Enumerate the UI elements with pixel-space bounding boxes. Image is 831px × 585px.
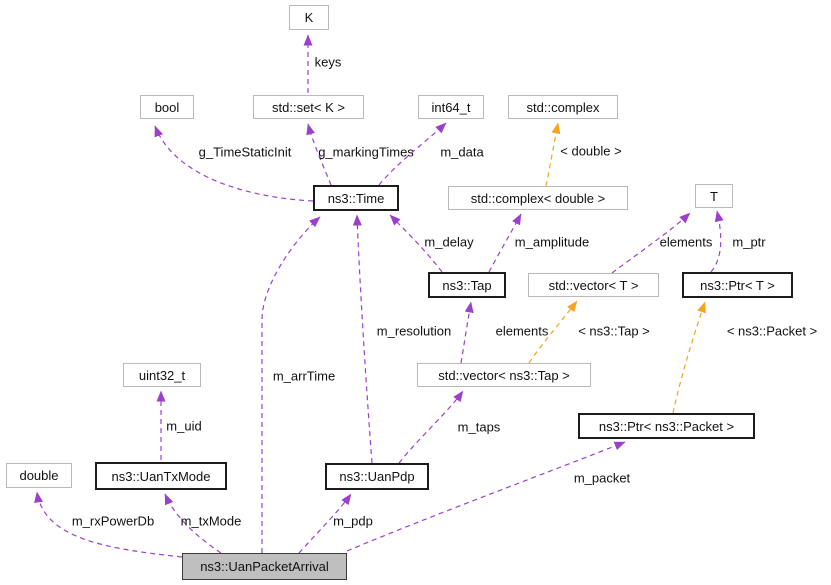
edge-m-resolution (352, 214, 373, 464)
edge-m-taps (398, 390, 464, 464)
edge-label-m-rxpowerdb: m_rxPowerDb (71, 513, 155, 529)
edge-label-m-uid: m_uid (166, 418, 202, 434)
node-ns3-uanpdp[interactable]: ns3::UanPdp (325, 463, 429, 490)
edge-elements-tap (460, 301, 474, 364)
edge-label-template-ns3-tap: < ns3::Tap > (578, 323, 650, 339)
node-double: double (6, 463, 72, 488)
node-int64-t: int64_t (418, 95, 484, 119)
edge-label-m-resolution: m_resolution (376, 323, 452, 339)
node-ns3-uanpacketarrival: ns3::UanPacketArrival (182, 553, 347, 580)
edge-m-pdp (298, 493, 352, 554)
edge-label-m-ptr: m_ptr (732, 234, 766, 250)
node-bool: bool (140, 95, 194, 119)
edge-label-template-ns3-packet: < ns3::Packet > (726, 323, 818, 339)
edge-template-double (545, 122, 561, 187)
node-ns3-uantxmode[interactable]: ns3::UanTxMode (95, 462, 227, 490)
edge-template-ns3-tap (528, 300, 578, 364)
node-ns3-ptr-ns3-packet[interactable]: ns3::Ptr< ns3::Packet > (578, 413, 755, 439)
edge-label-m-packet: m_packet (573, 470, 631, 486)
node-std-set-k: std::set< K > (253, 95, 364, 119)
edge-label-keys: keys (314, 54, 342, 70)
edge-label-elements-tap: elements (495, 323, 549, 339)
node-k: K (289, 5, 329, 30)
edge-template-ns3-packet (672, 301, 706, 414)
edge-label-g-timestaticinit: g_TimeStaticInit (198, 144, 292, 160)
edge-label-m-amplitude: m_amplitude (514, 234, 590, 250)
edge-label-elements-t: elements (659, 234, 713, 250)
edge-m-delay (389, 214, 443, 273)
edge-m-arrtime (261, 216, 321, 553)
node-ns3-time[interactable]: ns3::Time (313, 185, 399, 211)
node-ns3-ptr-t[interactable]: ns3::Ptr< T > (682, 272, 793, 298)
edge-m-packet (346, 441, 626, 552)
edge-label-m-data: m_data (440, 144, 484, 160)
edge-m-txmode (164, 493, 222, 554)
node-uint32-t: uint32_t (123, 363, 201, 387)
edge-label-m-taps: m_taps (457, 419, 501, 435)
node-std-complex-double: std::complex< double > (448, 186, 628, 210)
edge-m-data (378, 122, 447, 186)
edge-label-g-markingtimes: g_markingTimes (318, 144, 414, 160)
edge-m-ptr (710, 210, 724, 273)
edge-label-m-delay: m_delay (424, 234, 474, 250)
node-ns3-tap[interactable]: ns3::Tap (428, 272, 506, 298)
edge-g-timestaticinit (154, 125, 314, 202)
node-std-vector-ns3-tap: std::vector< ns3::Tap > (417, 363, 591, 387)
node-t: T (695, 184, 733, 208)
node-std-vector-t: std::vector< T > (528, 273, 659, 297)
edge-label-m-txmode: m_txMode (180, 513, 242, 529)
edge-label-m-pdp: m_pdp (333, 513, 373, 529)
edge-label-m-arrtime: m_arrTime (272, 368, 336, 384)
edge-label-template-double: < double > (560, 143, 622, 159)
edge-elements-t (611, 212, 691, 274)
edge-m-rxpowerdb (34, 491, 183, 558)
node-std-complex: std::complex (508, 95, 618, 119)
